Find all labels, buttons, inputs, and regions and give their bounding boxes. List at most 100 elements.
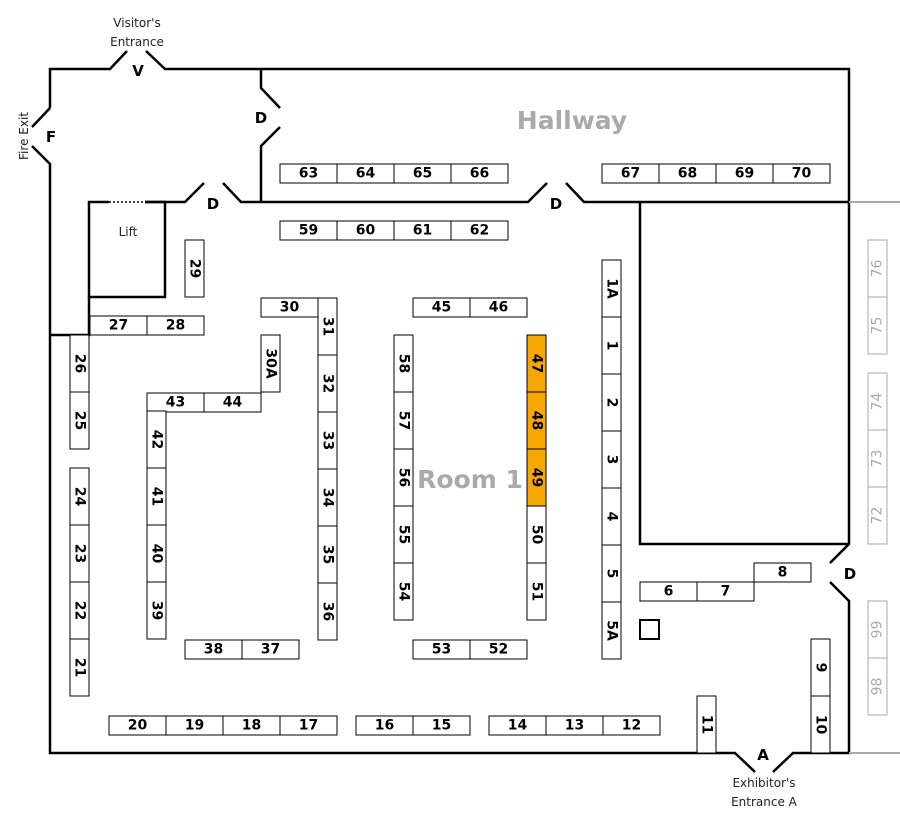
booth-23[interactable]: 23 [69,524,90,583]
booth-label: 1A [604,278,620,299]
booth-label: 46 [489,300,508,316]
booth-46[interactable]: 46 [469,297,528,318]
booth-36[interactable]: 36 [317,582,338,641]
booth-52[interactable]: 52 [469,639,528,660]
booth-73[interactable]: 73 [867,429,888,488]
booth-35[interactable]: 35 [317,525,338,584]
booth-28[interactable]: 28 [146,315,205,336]
booth-51[interactable]: 51 [526,562,547,621]
booth-label: 55 [396,525,412,544]
booth-57[interactable]: 57 [393,391,414,450]
booth-49[interactable]: 49 [526,448,547,507]
booth-69[interactable]: 69 [715,163,774,184]
booth-60[interactable]: 60 [336,220,395,241]
booth-17[interactable]: 17 [279,715,338,736]
booth-48[interactable]: 48 [526,391,547,450]
booth-4[interactable]: 4 [601,487,622,546]
booth-59[interactable]: 59 [279,220,338,241]
booth-15[interactable]: 15 [412,715,471,736]
booth-label: 50 [529,525,545,545]
booth-label: 22 [72,601,88,620]
booth-1[interactable]: 1 [601,316,622,375]
booth-label: 60 [356,223,376,239]
booth-22[interactable]: 22 [69,581,90,640]
booth-16[interactable]: 16 [355,715,414,736]
booth-68[interactable]: 68 [658,163,717,184]
booth-43[interactable]: 43 [146,392,205,413]
booth-62[interactable]: 62 [450,220,509,241]
booth-20[interactable]: 20 [108,715,167,736]
booth-2[interactable]: 2 [601,373,622,432]
booth-98[interactable]: 98 [867,657,888,716]
booth-label: 44 [223,395,243,411]
booth-12[interactable]: 12 [602,715,661,736]
booth-72[interactable]: 72 [867,486,888,545]
booth-41[interactable]: 41 [146,467,167,526]
door-marker: D [550,195,562,213]
booth-8[interactable]: 8 [753,562,812,583]
booth-75[interactable]: 75 [867,296,888,355]
booth-55[interactable]: 55 [393,505,414,564]
booth-label: 20 [128,718,148,734]
booth-label: 36 [320,602,336,621]
booth-47[interactable]: 47 [526,334,547,393]
booth-24[interactable]: 24 [69,467,90,526]
door-marker: D [844,565,856,583]
booth-10[interactable]: 10 [810,695,831,754]
booth-74[interactable]: 74 [867,372,888,431]
booth-14[interactable]: 14 [488,715,547,736]
booth-3[interactable]: 3 [601,430,622,489]
fire-exit-marker: F [46,128,56,146]
booth-34[interactable]: 34 [317,468,338,527]
booth-63[interactable]: 63 [279,163,338,184]
booth-9[interactable]: 9 [810,638,831,697]
booth-30[interactable]: 30 [260,297,319,318]
booth-40[interactable]: 40 [146,524,167,583]
booth-70[interactable]: 70 [772,163,831,184]
booth-25[interactable]: 25 [69,391,90,450]
booth-67[interactable]: 67 [601,163,660,184]
booth-27[interactable]: 27 [89,315,148,336]
booth-66[interactable]: 66 [450,163,509,184]
booth-11[interactable]: 11 [696,695,717,754]
booth-65[interactable]: 65 [393,163,452,184]
booth-1a[interactable]: 1A [601,259,622,318]
booth-5a[interactable]: 5A [601,601,622,660]
booth-box [412,715,471,736]
booth-99[interactable]: 99 [867,600,888,659]
booth-29[interactable]: 29 [184,239,205,298]
booth-box [867,486,888,545]
booth-label: 63 [299,166,318,182]
booth-54[interactable]: 54 [393,562,414,621]
booth-32[interactable]: 32 [317,354,338,413]
booth-21[interactable]: 21 [69,638,90,697]
booth-label: 59 [299,223,318,239]
booth-53[interactable]: 53 [412,639,471,660]
booth-50[interactable]: 50 [526,505,547,564]
booth-33[interactable]: 33 [317,411,338,470]
booth-58[interactable]: 58 [393,334,414,393]
booth-38[interactable]: 38 [184,639,243,660]
booth-37[interactable]: 37 [241,639,300,660]
booth-label: 42 [149,430,165,449]
booth-label: 74 [870,393,886,411]
booth-64[interactable]: 64 [336,163,395,184]
booth-19[interactable]: 19 [165,715,224,736]
booth-box [279,715,338,736]
booth-44[interactable]: 44 [203,392,262,413]
booth-box [146,581,167,640]
booth-6[interactable]: 6 [639,581,698,602]
booth-56[interactable]: 56 [393,448,414,507]
booth-76[interactable]: 76 [867,239,888,298]
booth-5[interactable]: 5 [601,544,622,603]
booth-31[interactable]: 31 [317,297,338,356]
booth-39[interactable]: 39 [146,581,167,640]
booth-61[interactable]: 61 [393,220,452,241]
booth-45[interactable]: 45 [412,297,471,318]
booth-13[interactable]: 13 [545,715,604,736]
booth-18[interactable]: 18 [222,715,281,736]
booth-7[interactable]: 7 [696,581,755,602]
booth-30a[interactable]: 30A [260,334,281,393]
booth-26[interactable]: 26 [69,334,90,393]
booth-42[interactable]: 42 [146,410,167,469]
